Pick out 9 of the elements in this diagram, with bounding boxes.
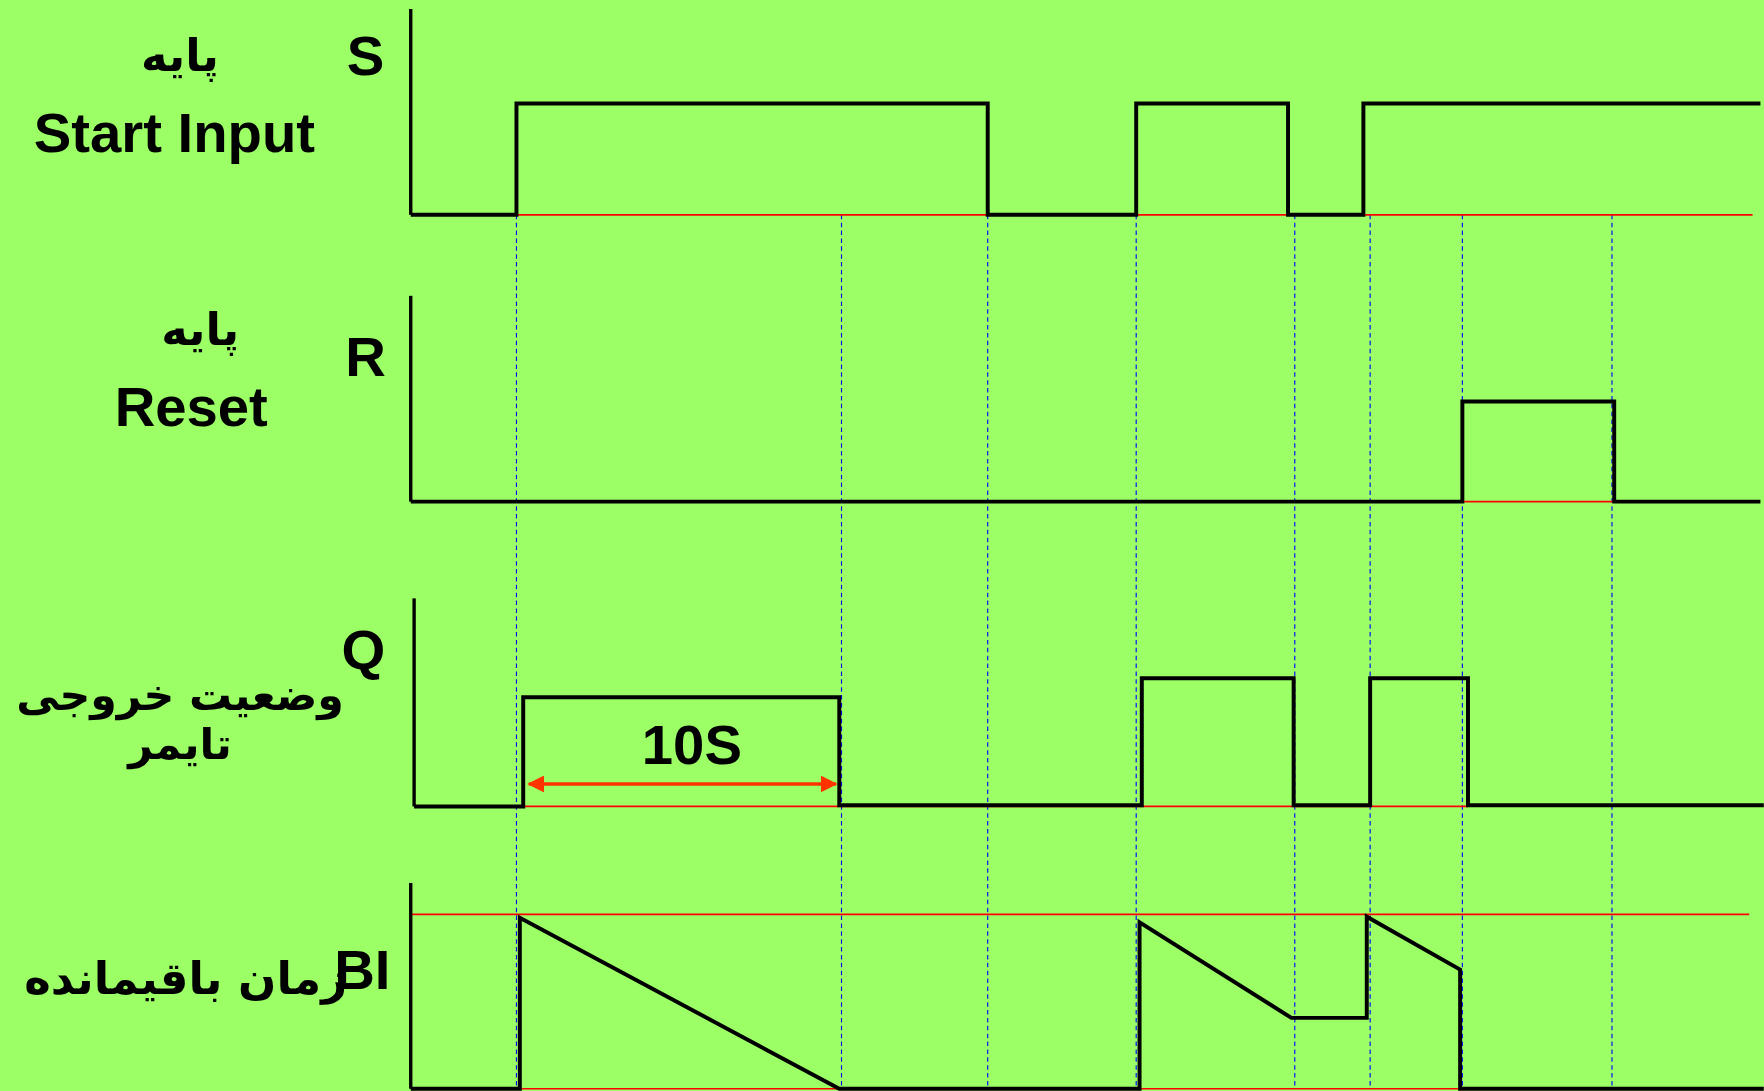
pin-label: پایه	[141, 30, 219, 83]
signal-name: Q	[341, 617, 386, 683]
pin-label: پایه	[161, 303, 240, 356]
output-label: وضعیت خروجی تایمر	[15, 670, 344, 770]
duration-label: 10S	[641, 712, 742, 778]
signal-name: R	[345, 324, 386, 389]
input-name: Reset	[114, 374, 268, 440]
signal-name: S	[346, 23, 385, 89]
input-name: Start Input	[33, 100, 315, 166]
